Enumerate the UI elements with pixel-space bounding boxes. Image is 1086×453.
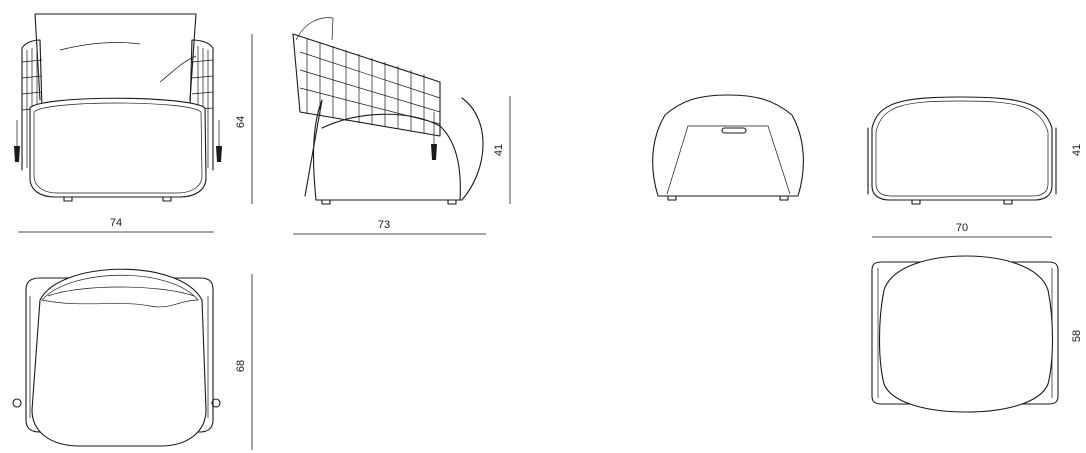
armchair-side-depth-dimension: 73 (293, 219, 486, 235)
pouf-width-dimension: 70 (872, 222, 1052, 238)
pouf-top-view (871, 255, 1059, 413)
pouf-width-label: 70 (956, 222, 968, 234)
armchair-side-seat-height-label: 41 (493, 144, 505, 156)
pouf-front-view (652, 94, 804, 201)
armchair-top-depth-label: 68 (235, 360, 247, 372)
armchair-side-view (292, 17, 484, 205)
pouf-top-depth-label: 58 (1071, 330, 1083, 342)
armchair-front-height-dimension: 64 (235, 34, 253, 204)
armchair-side-depth-label: 73 (378, 219, 390, 231)
pouf-top-depth-dimension: 58 (1071, 330, 1083, 342)
pouf-side-height-dimension: 41 (1071, 144, 1083, 156)
pouf-side-view (867, 96, 1057, 205)
pouf-side-height-label: 41 (1071, 144, 1083, 156)
armchair-front-view (14, 13, 222, 202)
armchair-side-seat-height-dimension: 41 (493, 96, 511, 204)
armchair-front-width-dimension: 74 (18, 217, 214, 233)
armchair-top-view (12, 268, 221, 447)
armchair-top-depth-dimension: 68 (235, 274, 253, 450)
armchair-front-height-label: 64 (235, 116, 247, 128)
armchair-front-width-label: 74 (110, 217, 122, 229)
